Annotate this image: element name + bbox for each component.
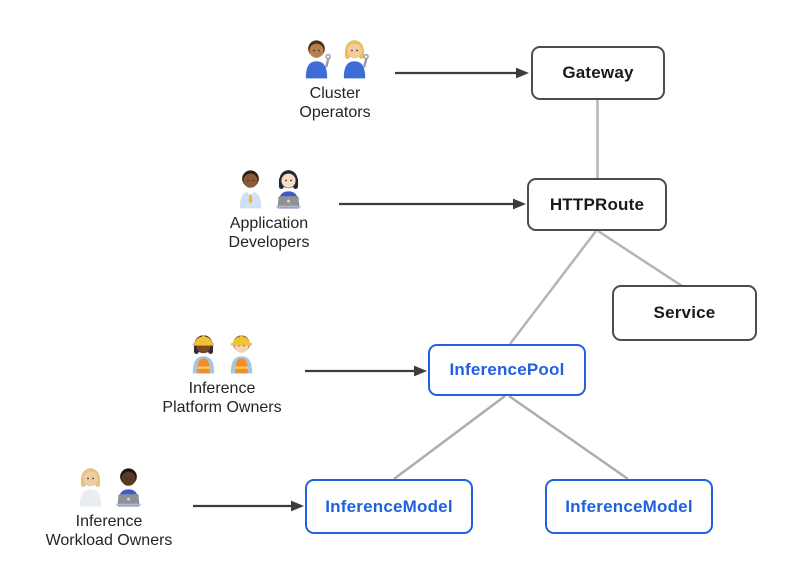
persona-label-line: Platform Owners [162,399,282,416]
edge-inferencepool-inferencemodel-right [508,394,629,481]
application-developers-emoji-icon [233,165,306,209]
persona-label-line: Developers [228,234,310,251]
persona-inference-workload-owners: Inference Workload Owners [39,463,179,550]
persona-inference-platform-owners: Inference Platform Owners [152,330,292,417]
inference-platform-owners-label: Inference Platform Owners [162,379,281,417]
httproute-label: HTTPRoute [549,194,645,214]
persona-label-line: Inference [188,380,256,397]
inferencemodel-left-label: InferenceModel [325,496,453,516]
arrow-inference-workload-owners-to-inferencemodel [193,500,304,512]
arrow-inference-platform-owners-to-inferencepool [305,365,427,377]
gateway-label: Gateway [562,63,634,82]
inferencepool-label: InferencePool [449,360,565,379]
inferencemodel-right-node: InferenceModel [545,479,713,534]
inference-platform-owners-emoji-icon [186,330,259,374]
persona-cluster-operators: Cluster Operators [265,35,405,122]
edge-httproute-service [597,229,683,288]
edge-inferencepool-inferencemodel-left [393,394,506,481]
gateway-node: Gateway [531,46,665,100]
inferencemodel-right-label: InferenceModel [565,496,693,516]
cluster-operators-emoji-icon [299,35,372,79]
persona-label-line: Workload Owners [45,532,173,549]
httproute-node: HTTPRoute [527,178,667,231]
edge-httproute-inferencepool [509,230,597,345]
inferencepool-node: InferencePool [428,344,586,396]
application-developers-label: Application Developers [229,214,310,252]
persona-label-line: Inference [75,513,143,530]
persona-label-line: Application [229,215,309,232]
persona-label-line: Cluster [309,85,361,102]
persona-application-developers: Application Developers [199,165,339,252]
arrow-cluster-operators-to-gateway [395,67,529,79]
service-label: Service [653,303,716,322]
inference-workload-owners-label: Inference Workload Owners [46,512,173,550]
arrow-application-developers-to-httproute [339,198,526,210]
inference-workload-owners-emoji-icon [73,463,146,507]
cluster-operators-label: Cluster Operators [299,84,370,122]
service-node: Service [612,285,757,341]
inferencemodel-left-node: InferenceModel [305,479,473,534]
persona-label-line: Operators [299,104,371,121]
